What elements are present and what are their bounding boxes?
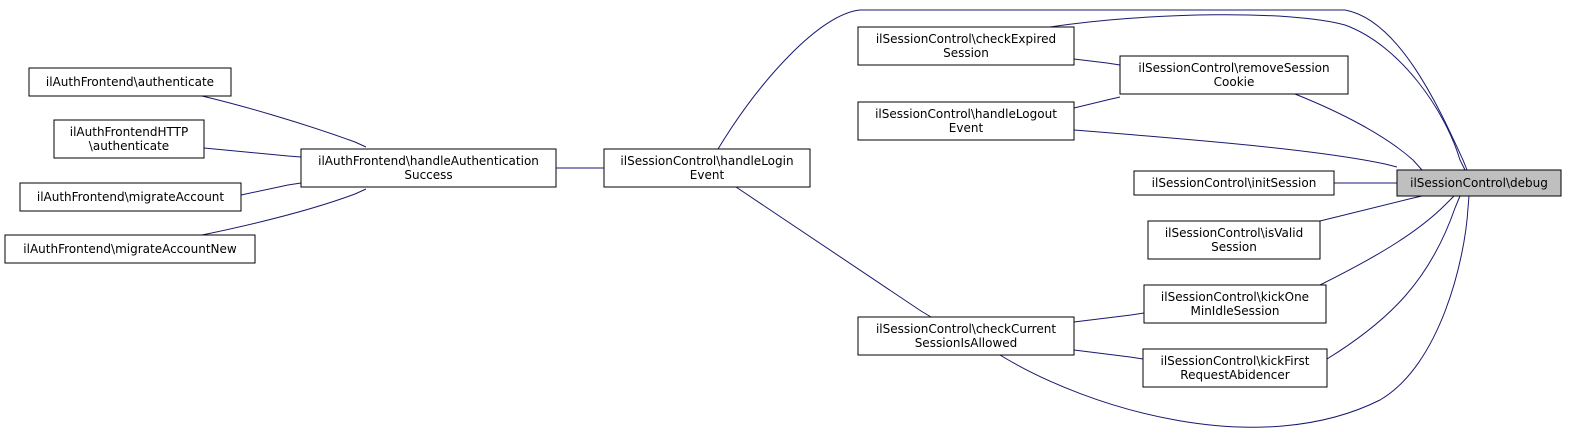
node-label: \authenticate (89, 139, 169, 153)
node-box[interactable] (300, 148, 557, 188)
edge-check_current_session-to-kick_one_min_idle (1073, 312, 1145, 323)
node-box[interactable] (603, 148, 811, 188)
edge-handle_logout_event-to-remove_session_cookie (1073, 96, 1121, 109)
node-label: MinIdleSession (1191, 304, 1280, 318)
node-label: ilSessionControl\checkCurrent (876, 322, 1056, 336)
node-box[interactable] (53, 119, 205, 159)
edge-auth_migrate_account_new-to-handle_auth_success (201, 188, 367, 236)
edge-line (717, 9, 1468, 171)
edge-kick_one_min_idle-to-debug (1319, 195, 1455, 286)
node-box[interactable] (1142, 348, 1328, 388)
edge-line (201, 188, 367, 236)
node-label: ilSessionControl\isValid (1165, 226, 1303, 240)
node-debug[interactable]: ilSessionControl\debug (1396, 169, 1562, 197)
edge-line (1319, 195, 1455, 286)
node-label: ilAuthFrontend\migrateAccountNew (23, 242, 237, 256)
edge-line (1049, 14, 1466, 171)
node-label: ilSessionControl\kickFirst (1161, 354, 1310, 368)
node-box[interactable] (1147, 220, 1321, 260)
node-label: ilSessionControl\removeSession (1138, 61, 1329, 75)
node-label: ilAuthFrontend\handleAuthentication (318, 154, 539, 168)
edge-line (1319, 195, 1423, 222)
edge-line (203, 147, 302, 158)
edge-auth_authenticate-to-handle_auth_success (201, 95, 367, 148)
edge-auth_http_authenticate-to-handle_auth_success (203, 147, 302, 158)
node-box[interactable] (1143, 284, 1327, 324)
edge-check_expired_session-to-remove_session_cookie (1073, 58, 1121, 66)
node-label: ilSessionControl\handleLogout (875, 107, 1057, 121)
node-label: Session (943, 46, 989, 60)
edge-line (1073, 349, 1144, 360)
edge-handle_logout_event-to-debug (1073, 129, 1398, 168)
node-box[interactable] (857, 26, 1075, 66)
node-label: ilAuthFrontendHTTP (70, 125, 188, 139)
node-label: Success (404, 168, 452, 182)
node-check-current-session[interactable]: ilSessionControl\checkCurrentSessionIsAl… (857, 316, 1075, 356)
node-label: Event (690, 168, 725, 182)
node-auth-migrate-account[interactable]: ilAuthFrontend\migrateAccount (19, 182, 242, 212)
edge-is_valid_session-to-debug (1319, 195, 1423, 222)
node-label: ilSessionControl\debug (1410, 176, 1548, 190)
nodes-layer: ilAuthFrontend\authenticate ilAuthFronten… (4, 26, 1562, 388)
node-auth-authenticate[interactable]: ilAuthFrontend\authenticate (28, 67, 232, 97)
node-label: Cookie (1214, 75, 1255, 89)
edge-check_expired_session-to-debug (1049, 14, 1466, 171)
edge-line (735, 186, 932, 318)
node-auth-migrate-account-new[interactable]: ilAuthFrontend\migrateAccountNew (4, 234, 256, 264)
node-label: ilSessionControl\checkExpired (876, 32, 1056, 46)
node-label: Event (949, 121, 984, 135)
node-label: SessionIsAllowed (915, 336, 1018, 350)
edge-remove_session_cookie-to-debug (1294, 93, 1423, 171)
node-box[interactable] (19, 182, 242, 212)
edge-kick_first_request-to-debug (1326, 195, 1461, 360)
edges-layer (201, 9, 1470, 428)
edge-auth_migrate_account-to-handle_auth_success (240, 182, 302, 196)
node-box[interactable] (857, 101, 1075, 141)
node-box[interactable] (857, 316, 1075, 356)
edge-line (1073, 96, 1121, 109)
node-label: ilSessionControl\initSession (1152, 176, 1317, 190)
node-box[interactable] (1119, 55, 1349, 95)
node-label: Session (1211, 240, 1257, 254)
edge-line (240, 182, 302, 196)
edge-line (1326, 195, 1461, 360)
node-label: ilAuthFrontend\migrateAccount (37, 190, 225, 204)
edge-check_current_session-to-kick_first_request (1073, 349, 1144, 360)
node-auth-http-authenticate[interactable]: ilAuthFrontendHTTP\authenticate (53, 119, 205, 159)
edge-handle_login_event-to-debug (717, 9, 1468, 171)
node-box[interactable] (4, 234, 256, 264)
edge-line (999, 195, 1470, 428)
node-box[interactable] (28, 67, 232, 97)
edge-line (1073, 129, 1398, 168)
node-box[interactable] (1133, 170, 1335, 196)
edge-line (1073, 58, 1121, 66)
edge-handle_login_event-to-check_current_session (735, 186, 932, 318)
edge-line (1294, 93, 1423, 171)
node-handle-auth-success[interactable]: ilAuthFrontend\handleAuthenticationSucce… (300, 148, 557, 188)
node-label: RequestAbidencer (1180, 368, 1289, 382)
node-label: ilSessionControl\handleLogin (620, 154, 793, 168)
node-init-session[interactable]: ilSessionControl\initSession (1133, 170, 1335, 196)
node-label: ilSessionControl\kickOne (1161, 290, 1309, 304)
edge-check_current_session-to-debug (999, 195, 1470, 428)
node-box[interactable] (1396, 169, 1562, 197)
edge-line (201, 95, 367, 148)
edge-line (1073, 312, 1145, 323)
node-label: ilAuthFrontend\authenticate (46, 75, 214, 89)
node-kick-first-request[interactable]: ilSessionControl\kickFirstRequestAbidenc… (1142, 348, 1328, 388)
